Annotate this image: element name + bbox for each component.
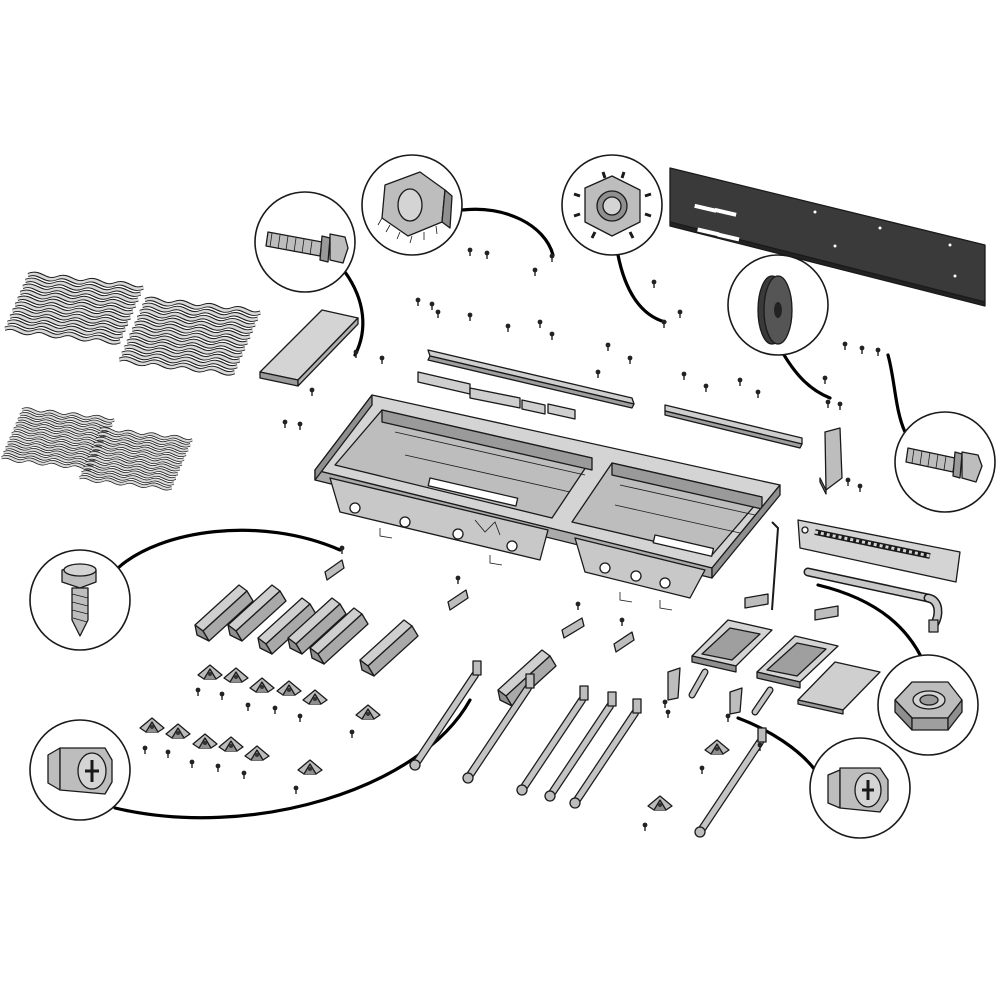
infrared-burner-right [751,635,839,716]
drip-plate [797,661,881,715]
callout-phillips-b [809,737,911,839]
leader-self-tapping [116,528,342,570]
leader-washer [778,346,832,400]
leader-nut-b [616,253,667,324]
rear-bracket [819,427,843,495]
hex-flange-bolt-icon [265,231,349,264]
warming-tray [259,309,359,387]
side-brackets [324,559,635,653]
infrared-burner-left [688,619,773,699]
igniter-rail [797,519,961,583]
callout-nut-a [361,154,463,256]
callout-bolt-short [894,411,996,513]
leader-phillips-a [113,698,472,820]
callout-lock-nut [877,654,979,756]
callout-self-tapping [29,549,131,651]
rear-cross-brace [427,349,635,409]
leader-lock-nut [816,583,927,667]
front-cross-brace [417,371,576,420]
callout-bolt-long [254,191,356,293]
callout-washer [727,254,829,356]
side-cross-brace [664,404,803,449]
callout-phillips-a [29,719,131,821]
leader-phillips-b [736,716,817,772]
hex-flange-bolt-icon [905,447,983,483]
serrated-hex-nut-icon [573,171,652,239]
back-panel [669,167,986,307]
gas-manifold [803,567,943,633]
cooking-grate-left-top [4,273,144,343]
leader-bolt-short [886,353,907,434]
callout-leader-lines [113,207,927,820]
leader-bolt-long [343,270,365,357]
phillips-hex-bolt-icon [47,747,113,795]
callout-nut-b [561,154,663,256]
self-tapping-screw-icon [61,563,97,637]
heat-deflectors [194,584,557,707]
cooking-grate-right-top [119,298,261,374]
leader-nut-a [460,207,555,257]
hex-lock-nut-icon [894,681,963,731]
firebox [314,394,781,611]
igniter-wire [771,521,780,611]
phillips-hex-bolt-icon [827,767,889,813]
washer-icon [757,275,793,345]
serrated-hex-nut-icon [377,171,453,244]
burner-brackets [667,593,839,715]
